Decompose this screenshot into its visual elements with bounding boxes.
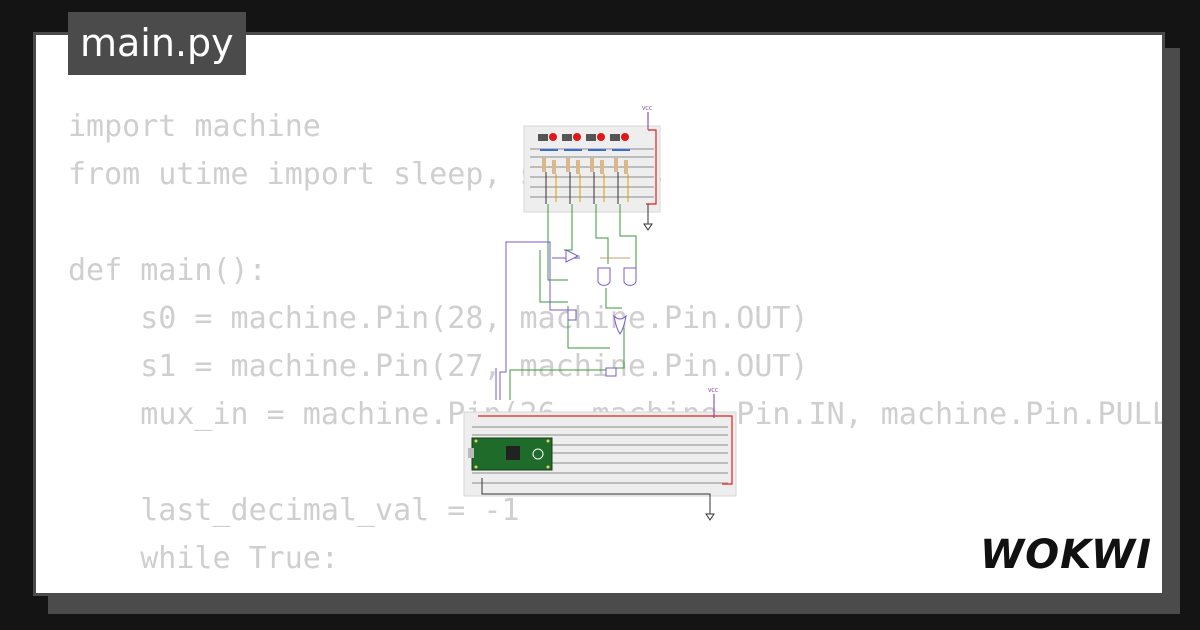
svg-text:VCC: VCC — [642, 106, 653, 112]
circuit-diagram: VCC — [463, 106, 737, 521]
logic-gates — [565, 249, 637, 377]
code-line: s1 = machine.Pin(27, machine.Pin.OUT) — [68, 349, 809, 384]
led — [597, 133, 605, 141]
code-line: import machine — [68, 109, 321, 144]
svg-text:WOKWI: WOKWI — [980, 532, 1150, 578]
pico-board — [468, 437, 553, 471]
code-line: while True: — [68, 541, 339, 576]
wokwi-logo: WOKWI — [980, 532, 1150, 578]
purple-wires — [495, 241, 580, 400]
svg-text:VCC: VCC — [708, 388, 719, 394]
led — [549, 133, 557, 141]
led-row — [538, 133, 629, 141]
bottom-breadboard — [463, 411, 737, 500]
code-line: last_decimal_val = -1 — [68, 493, 520, 528]
resistors — [542, 158, 628, 174]
led — [573, 133, 581, 141]
file-tab[interactable]: main.py — [68, 12, 246, 75]
green-wires — [509, 204, 637, 400]
black-wires — [545, 172, 619, 204]
code-line: def main(): — [68, 253, 267, 288]
vcc-bottom: VCC — [705, 388, 719, 521]
code-line: s0 = machine.Pin(28, machine.Pin.OUT) — [68, 301, 809, 336]
code-line: decimal_val = 0 — [68, 583, 1162, 593]
vcc-top: VCC — [642, 106, 657, 231]
led — [621, 133, 629, 141]
